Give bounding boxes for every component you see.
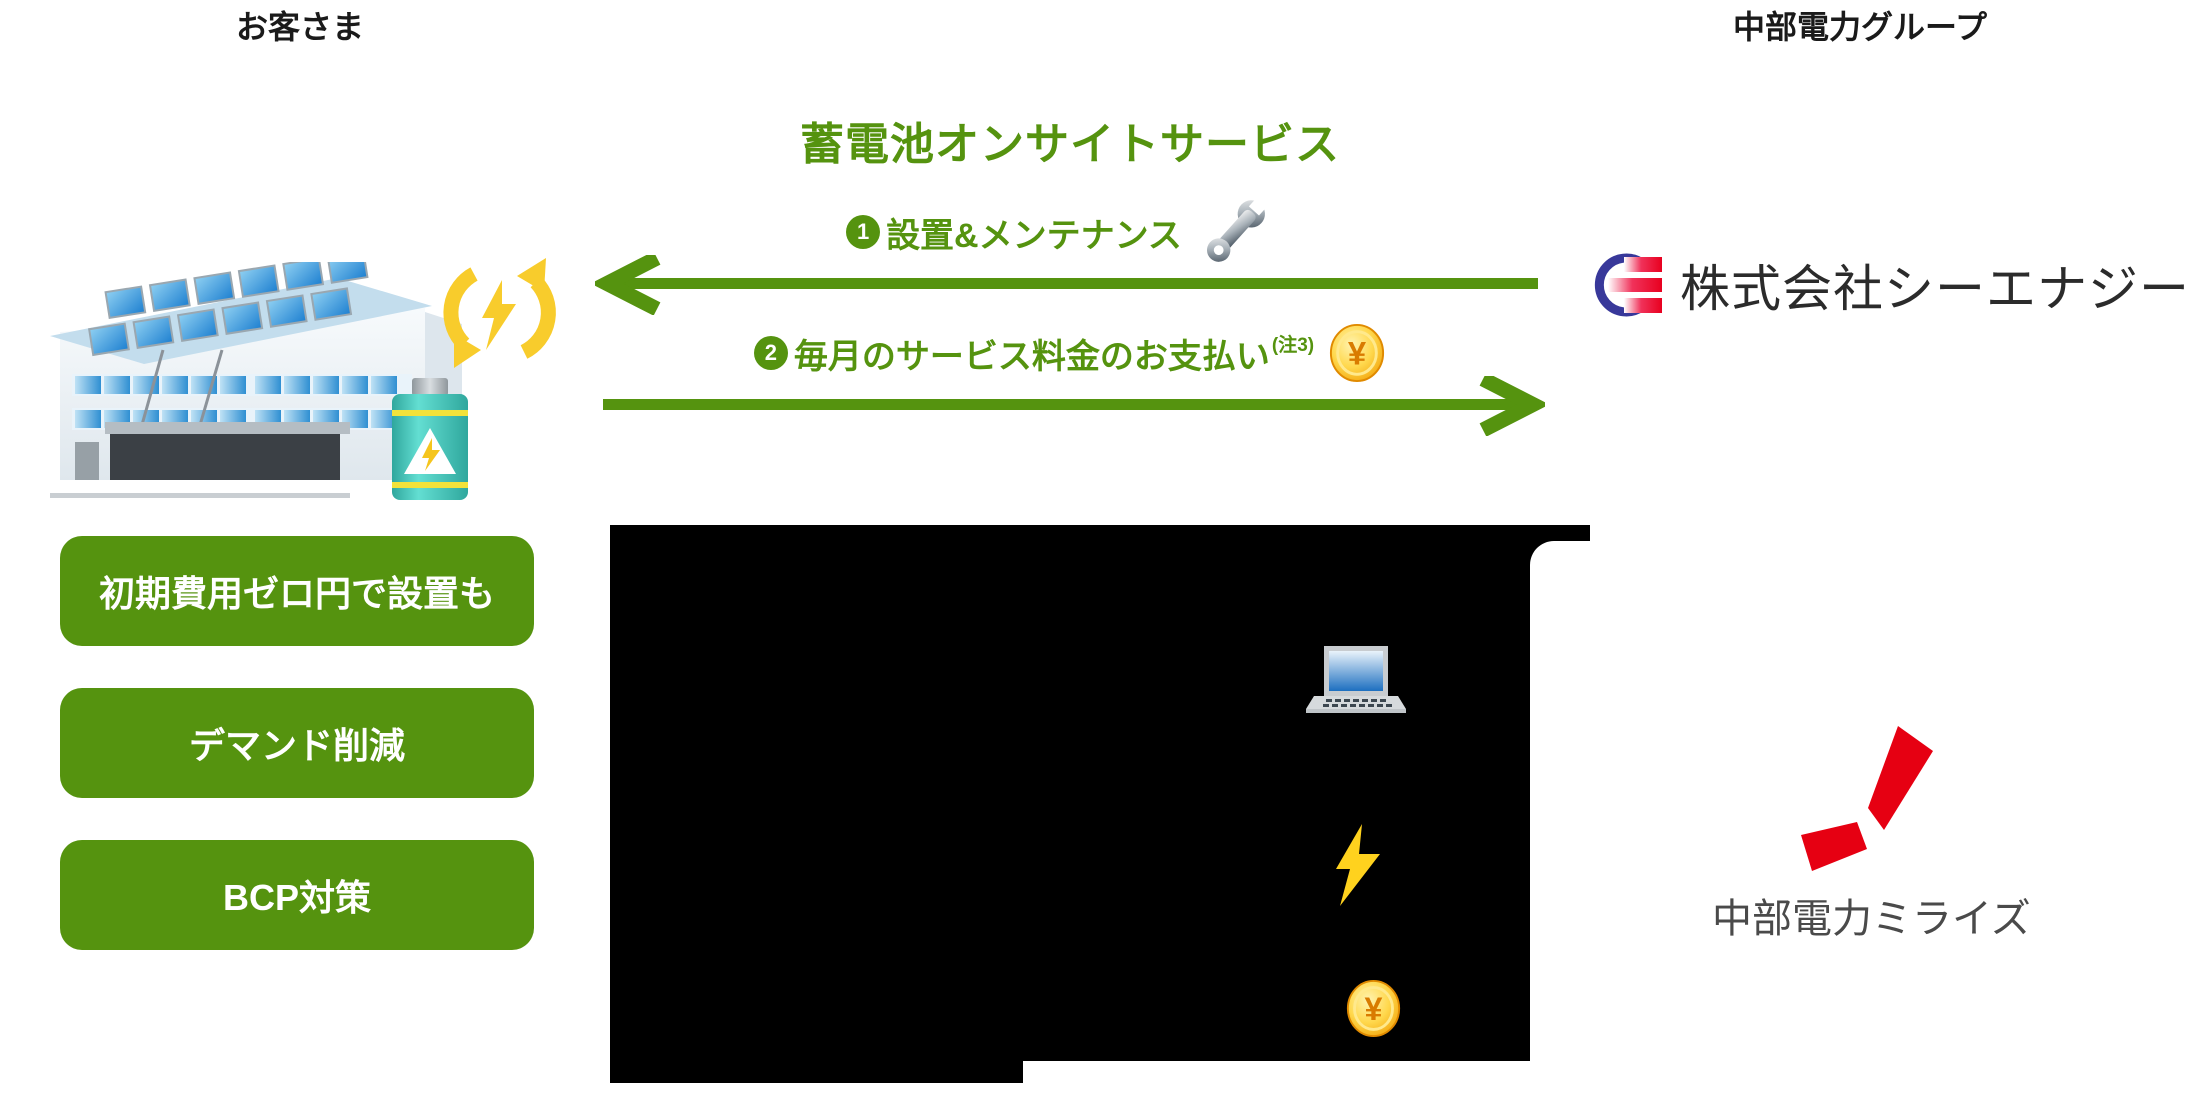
roof-pole-icon <box>138 349 165 433</box>
service-title: 蓄電池オンサイトサービス <box>800 120 1340 169</box>
garage-door <box>110 434 340 480</box>
cenergy-name: 株式会社シーエナジー <box>1680 261 2190 317</box>
yen-coin-icon: ¥ <box>1346 980 1401 1037</box>
entry-door <box>75 442 99 480</box>
benefit-demand-reduction: デマンド削減 <box>60 688 534 798</box>
redacted-area-top-strip <box>1530 525 1590 541</box>
arrow-right-payment <box>603 376 1545 436</box>
redacted-area-bottom-strip <box>610 1061 1023 1083</box>
flow1-row: 1 設置&メンテナンス <box>790 192 1330 272</box>
lightning-bolt-icon <box>482 280 516 350</box>
energy-cycle-arrows-icon <box>443 258 556 368</box>
window-band-upper <box>72 374 412 396</box>
benefit-bcp: BCP対策 <box>60 840 534 950</box>
roof-pole-icon <box>196 349 224 433</box>
svg-text:¥: ¥ <box>1348 335 1367 372</box>
factory-solar-building-icon <box>50 262 462 498</box>
lightning-bolt-icon <box>1336 824 1380 906</box>
miraiz-logo-mark-icon <box>1801 726 1933 871</box>
flow1-label: 1 設置&メンテナンス <box>846 208 1182 257</box>
redacted-area-main <box>610 525 1530 1061</box>
flow2-label: 2 毎月のサービス料金のお支払い (注3) <box>753 329 1315 378</box>
flow2-note: (注3) <box>1271 334 1315 356</box>
wrench-icon <box>1206 193 1271 262</box>
garage-header <box>105 422 350 434</box>
storage-battery-icon <box>392 378 468 500</box>
arrow-left-installation <box>595 255 1538 315</box>
svg-text:¥: ¥ <box>1365 991 1383 1027</box>
flow1-number-badge: 1 <box>846 215 881 249</box>
laptop-icon <box>1306 646 1406 713</box>
miraiz-name: 中部電力ミライズ <box>1712 897 2031 941</box>
cenergy-logo-mark-icon <box>1594 253 1662 317</box>
group-label: 中部電力グループ <box>1732 9 1988 45</box>
solar-panel-row-bottom <box>88 287 353 357</box>
customer-label: お客さま <box>235 9 364 45</box>
white-rounded-notch <box>1530 541 1580 591</box>
cenergy-logo: 株式会社シーエナジー <box>1588 250 2190 320</box>
flow2-row: 2 毎月のサービス料金のお支払い (注3) ¥ <box>720 318 1420 388</box>
ground-line <box>50 493 350 498</box>
solar-panel-row-top <box>104 262 369 320</box>
yen-coin-icon: ¥ <box>1330 324 1385 382</box>
benefit-zero-initial-cost: 初期費用ゼロ円で設置も <box>60 536 534 646</box>
flow2-number-badge: 2 <box>753 336 788 370</box>
